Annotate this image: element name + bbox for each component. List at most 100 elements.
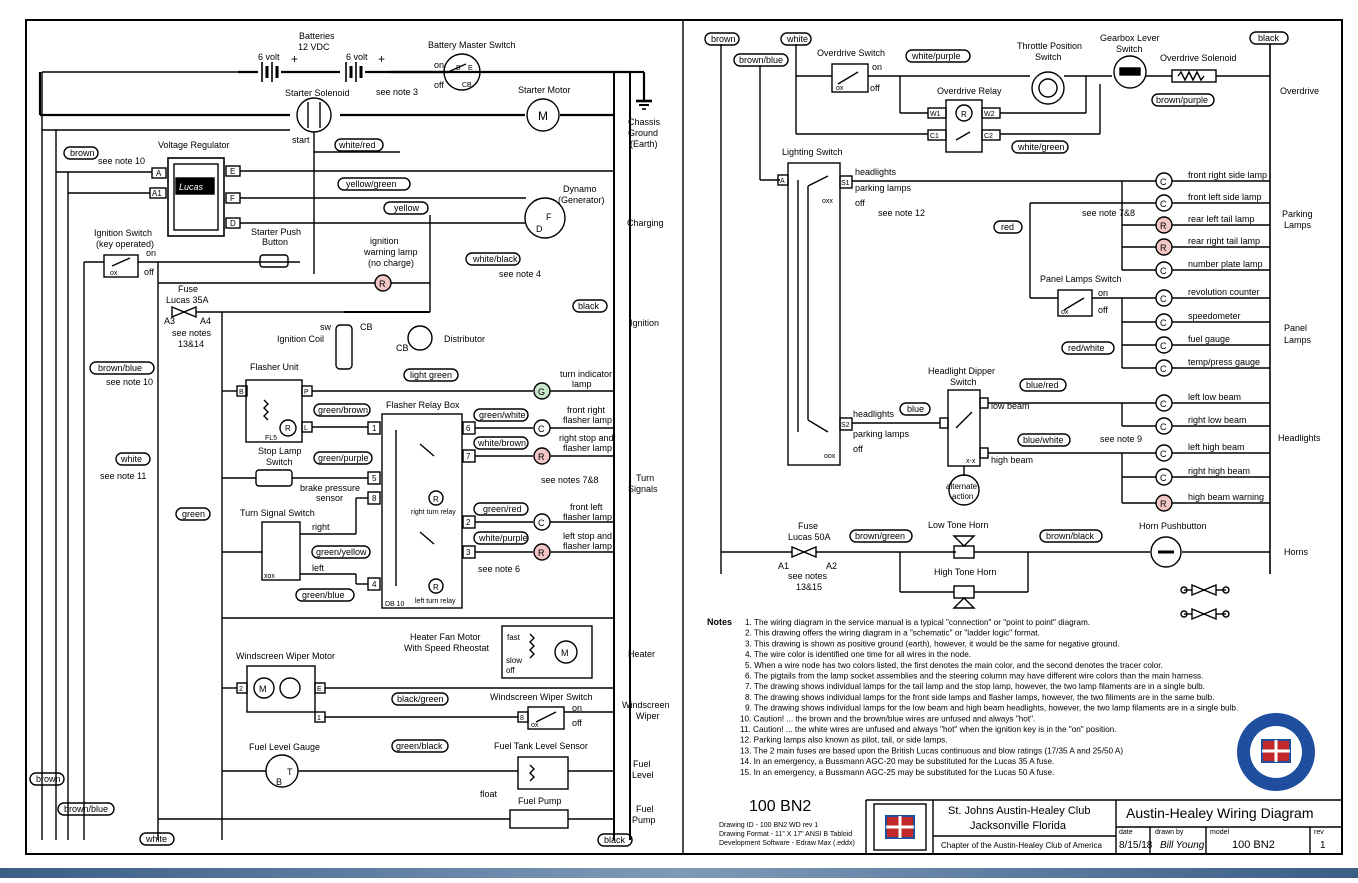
svg-text:flasher lamp: flasher lamp <box>563 512 612 522</box>
svg-text:see note 10: see note 10 <box>98 156 145 166</box>
starter-push-button: Starter Push Button <box>251 227 301 268</box>
svg-text:A4: A4 <box>200 316 211 326</box>
svg-text:A2: A2 <box>826 561 837 571</box>
svg-text:Panel Lamps Switch: Panel Lamps Switch <box>1040 274 1122 284</box>
fuel-level-gauge: Fuel Level Gauge T B <box>222 742 518 788</box>
svg-text:Fuse: Fuse <box>178 284 198 294</box>
heater-fan-motor: Heater Fan Motor With Speed Rheostat M f… <box>222 617 614 679</box>
svg-text:Starter Motor: Starter Motor <box>518 85 571 95</box>
wire-label: light green <box>410 370 452 380</box>
svg-text:E: E <box>468 65 473 72</box>
wire-label: brown <box>36 774 61 784</box>
svg-text:Fuse: Fuse <box>798 521 818 531</box>
svg-text:M: M <box>561 648 569 658</box>
wire-label: white/purple <box>478 533 528 543</box>
high-tone-horn: High Tone Horn <box>899 552 1029 609</box>
wire-label: yellow <box>394 203 420 213</box>
svg-text:S2: S2 <box>841 422 850 429</box>
lamp-letter: C <box>1160 364 1167 374</box>
svg-text:R: R <box>285 424 291 433</box>
turn-signal-switch: Turn Signal Switch right left xox <box>222 497 368 585</box>
svg-text:left: left <box>312 563 325 573</box>
wire-label: white <box>786 34 808 44</box>
wire-label: white/brown <box>477 438 526 448</box>
svg-text:R: R <box>538 548 545 558</box>
lamp-label: speedometer <box>1188 311 1241 321</box>
headlights-label: Headlights <box>1278 433 1321 443</box>
svg-text:R: R <box>433 495 439 504</box>
svg-text:Starter Push: Starter Push <box>251 227 301 237</box>
note-ref: see note 9 <box>1100 434 1142 444</box>
svg-text:turn indicator: turn indicator <box>560 369 612 379</box>
fuel-pump: Fuel Pump <box>158 796 614 829</box>
lamp-letter: C <box>1160 266 1167 276</box>
lamp-label: number plate lamp <box>1188 259 1263 269</box>
lamp-label: temp/press gauge <box>1188 357 1260 367</box>
voltage-regulator: Lucas Voltage Regulator A A1 E F D <box>56 140 614 283</box>
flasher-lamps: C R C R front right flasher lamp right s… <box>478 405 614 574</box>
svg-text:F: F <box>230 194 235 203</box>
turn-indicator-lamp: G turn indicator lamp <box>533 369 614 400</box>
svg-text:x-x: x-x <box>966 458 976 465</box>
svg-text:CB: CB <box>462 82 472 89</box>
svg-text:B: B <box>456 65 461 72</box>
wire-label: brown/green <box>855 531 905 541</box>
battery-master-switch: Battery Master Switch on off B E CB <box>428 40 516 91</box>
fuel-tank-level-sensor: Fuel Tank Level Sensor float <box>480 741 614 799</box>
svg-text:off: off <box>870 83 880 93</box>
svg-text:see note 12: see note 12 <box>878 208 925 218</box>
svg-text:S1: S1 <box>841 180 850 187</box>
wire-label: brown/black <box>1046 531 1095 541</box>
svg-text:on: on <box>872 62 882 72</box>
wire-label: brown <box>70 148 95 158</box>
svg-text:float: float <box>480 789 498 799</box>
svg-text:brake pressure: brake pressure <box>300 483 360 493</box>
chapter-line: Chapter of the Austin-Healey Club of Ame… <box>941 841 1103 850</box>
ignition-switch: Ignition Switch (key operated) ox on off <box>84 228 300 295</box>
svg-text:off: off <box>434 80 444 90</box>
fuse-35a: Fuse Lucas 35A A3 A4 see notes 13&14 <box>164 284 344 349</box>
ignition-warning-lamp: R ignition warning lamp (no charge) <box>158 236 430 292</box>
svg-text:action: action <box>952 492 973 501</box>
svg-text:Switch: Switch <box>266 457 293 467</box>
drawing-id: Drawing ID - 100 BN2 WD rev 1 <box>719 822 818 829</box>
svg-text:Headlight Dipper: Headlight Dipper <box>928 366 995 376</box>
svg-text:Overdrive Switch: Overdrive Switch <box>817 48 885 58</box>
svg-text:flasher lamp: flasher lamp <box>563 443 612 453</box>
battery-6v-label: 6 volt <box>346 52 368 62</box>
note-item: 5. When a wire node has two colors liste… <box>745 661 1163 670</box>
diagram-title: Austin-Healey Wiring Diagram <box>1126 805 1314 821</box>
svg-text:Gearbox Lever: Gearbox Lever <box>1100 33 1160 43</box>
svg-text:on: on <box>434 60 444 70</box>
svg-text:M: M <box>538 109 548 123</box>
drawn-by-label: drawn by <box>1155 829 1184 836</box>
rev-value: 1 <box>1320 840 1326 851</box>
overdrive-label: Overdrive <box>1280 86 1319 96</box>
svg-text:front right: front right <box>567 405 606 415</box>
svg-text:ox: ox <box>531 722 539 729</box>
batteries-label: Batteries <box>299 31 335 41</box>
svg-text:Horn Pushbutton: Horn Pushbutton <box>1139 521 1207 531</box>
svg-text:see notes: see notes <box>172 328 212 338</box>
svg-text:Windscreen Wiper Motor: Windscreen Wiper Motor <box>236 651 335 661</box>
svg-text:low beam: low beam <box>991 401 1030 411</box>
wire-label: brown/purple <box>1156 95 1208 105</box>
svg-text:T: T <box>287 767 293 777</box>
svg-text:B: B <box>239 389 244 396</box>
svg-text:see note 3: see note 3 <box>376 87 418 97</box>
lamp-label: revolution counter <box>1188 287 1260 297</box>
svg-text:-: - <box>325 64 329 78</box>
svg-text:left stop and: left stop and <box>563 531 612 541</box>
svg-text:8: 8 <box>372 494 377 503</box>
wire-label: black <box>1258 33 1280 43</box>
note-item: 9. The drawing shows individual lamps fo… <box>745 704 1238 713</box>
